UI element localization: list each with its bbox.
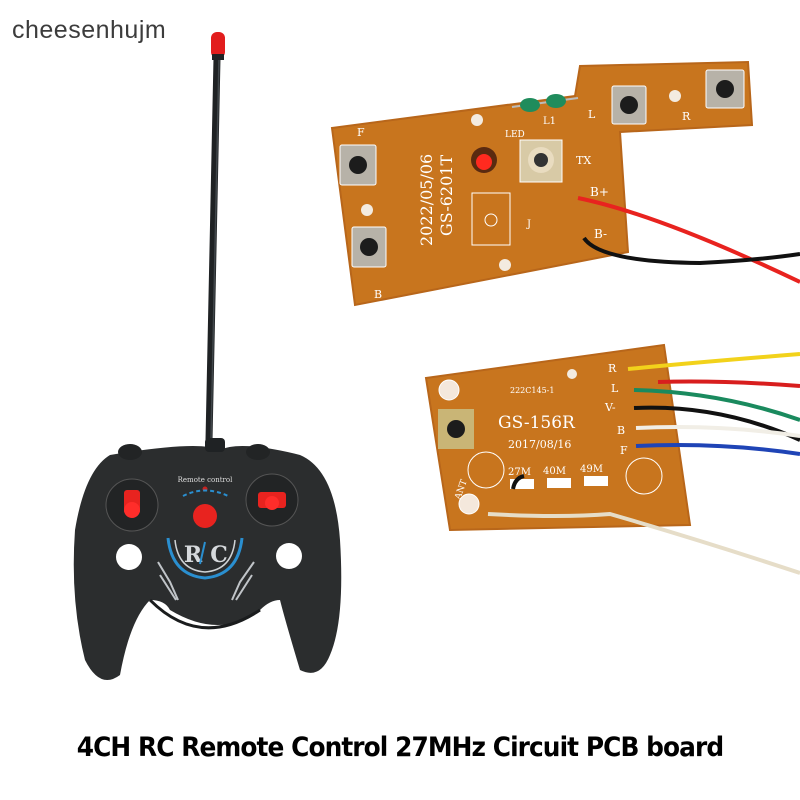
rc-controller: Remote control R C [73, 438, 342, 680]
freq-40m: 40M [543, 466, 566, 477]
controller-label: Remote control [178, 476, 233, 484]
tx-date: 2022/05/06 [417, 154, 436, 246]
label-b: B [374, 288, 382, 301]
pin-r: R [608, 362, 617, 375]
rx-date: 2017/08/16 [508, 438, 571, 451]
product-caption: 4CH RC Remote Control 27MHz Circuit PCB … [76, 732, 724, 763]
rx-part: 222C145-1 [510, 386, 554, 395]
receiver-pcb: 222C145-1 GS-156R 2017/08/16 ANT 27M 40M… [424, 343, 800, 575]
label-r: R [682, 110, 691, 123]
pin-vminus: V- [604, 401, 616, 414]
pin-l: L [611, 382, 619, 395]
label-f: F [357, 126, 365, 139]
label-l: L [588, 108, 596, 121]
antenna [205, 32, 225, 444]
freq-27m: 27M [508, 467, 531, 478]
logo-c: C [210, 542, 228, 568]
transmitter-pcb: F B L R L1 LED TX J 2022/05/06 GS-6201T … [330, 60, 800, 307]
logo-r: R [184, 542, 203, 568]
label-j: J [526, 219, 531, 230]
watermark: cheesenhujm [12, 16, 167, 44]
rx-model: GS-156R [498, 413, 576, 433]
label-bplus: B+ [590, 185, 609, 199]
tx-model: GS-6201T [437, 155, 456, 236]
label-bminus: B- [594, 227, 607, 241]
pin-f: F [620, 444, 628, 457]
label-l1: L1 [543, 116, 556, 127]
label-led: LED [505, 130, 525, 140]
freq-49m: 49M [580, 464, 603, 475]
label-tx: TX [576, 154, 591, 167]
pin-b: B [617, 424, 625, 437]
